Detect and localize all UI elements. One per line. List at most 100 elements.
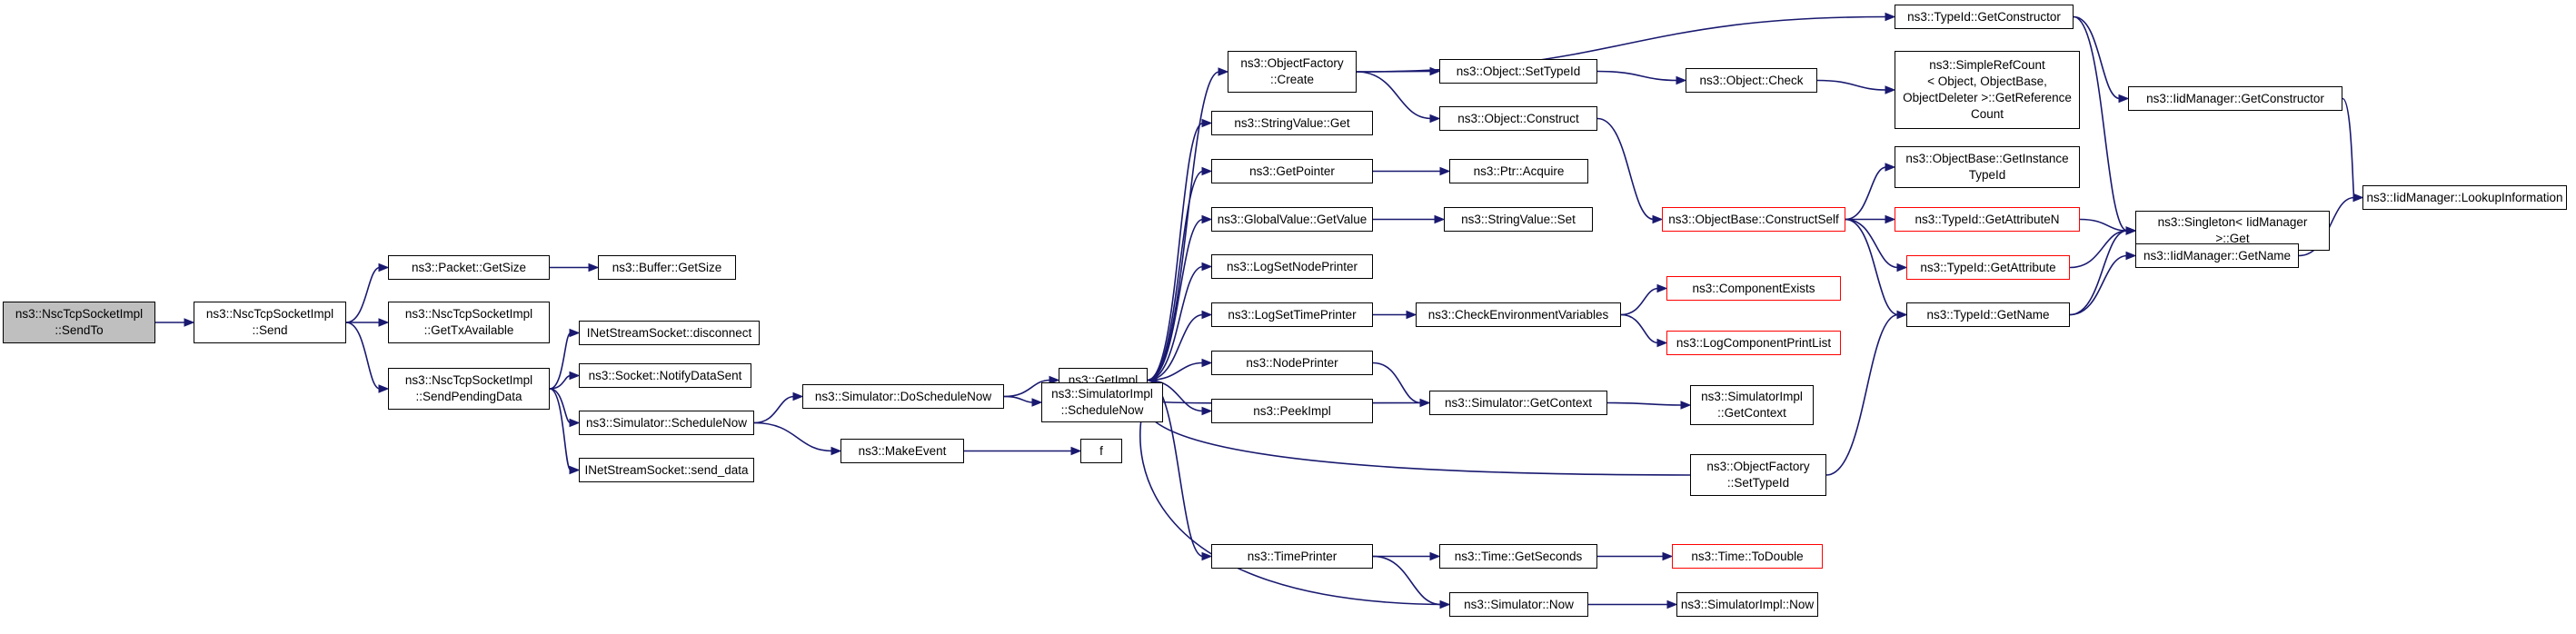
edge-arrowhead-getimpl-getpointer (1201, 166, 1213, 176)
edge-typeidgetattr-singletonget (2069, 230, 2128, 269)
edge-arrowhead-schednow-doschednow (792, 391, 804, 401)
edge-getimpl-logsetnode (1147, 265, 1204, 381)
node-getpointer[interactable]: ns3::GetPointer (1211, 159, 1373, 183)
edge-arrowhead-checkenv-compexists (1656, 283, 1668, 293)
node-globalget[interactable]: ns3::GlobalValue::GetValue (1211, 207, 1373, 232)
node-typeidgetattrn[interactable]: ns3::TypeId::GetAttributeN (1895, 207, 2080, 232)
edge-arrowhead-typeidgetname-singletonget (2125, 226, 2137, 235)
node-logsettime[interactable]: ns3::LogSetTimePrinter (1211, 302, 1373, 327)
edge-getimpl-getpointer (1147, 170, 1204, 381)
edge-arrowhead-typeidgetctor-iidgetctor (2118, 94, 2130, 104)
edge-typeidgetctor-iidgetctor (2073, 15, 2121, 100)
edge-arrowhead-constructself-objbasegetinst (1885, 163, 1896, 172)
edge-arrowhead-objfactcreate-objsettypeid (1429, 66, 1441, 76)
node-getsize[interactable]: ns3::Packet::GetSize (388, 255, 550, 280)
node-objbasegetinst[interactable]: ns3::ObjectBase::GetInstance TypeId (1895, 146, 2080, 188)
edge-arrowhead-sendpending-disconnect (569, 328, 581, 338)
edge-arrowhead-send-gettx (378, 318, 390, 327)
edge-arrowhead-timegetsec-timetodouble (1662, 551, 1674, 561)
node-compexists[interactable]: ns3::ComponentExists (1666, 276, 1841, 301)
node-objfactsettypeid[interactable]: ns3::ObjectFactory ::SetTypeId (1690, 454, 1826, 496)
edge-arrowhead-objfactsettypeid-typeidgetname (1896, 310, 1908, 320)
edge-arrowhead-getimpl-objfactcreate (1218, 67, 1229, 76)
edge-arrowhead-checkenv-logcompprint (1656, 338, 1668, 348)
edge-sendpending-senddata (549, 388, 572, 471)
edge-checkenv-compexists (1620, 287, 1659, 316)
node-makeevent[interactable]: ns3::MakeEvent (840, 439, 964, 463)
node-disconnect[interactable]: INetStreamSocket::disconnect (579, 321, 760, 345)
node-doschednow[interactable]: ns3::Simulator::DoScheduleNow (802, 384, 1004, 409)
edge-arrowhead-objfactsettypeid-getimpl (1146, 375, 1158, 385)
edge-arrowhead-iidgetname-iidlookup (2352, 193, 2364, 203)
node-timeprinter[interactable]: ns3::TimePrinter (1211, 544, 1373, 569)
node-nodeprinter[interactable]: ns3::NodePrinter (1211, 351, 1373, 375)
edge-arrowhead-getimpl-timeprinter (1201, 551, 1213, 561)
node-objfactcreate[interactable]: ns3::ObjectFactory ::Create (1228, 51, 1357, 93)
node-timegetsec[interactable]: ns3::Time::GetSeconds (1439, 544, 1597, 569)
edge-arrowhead-getimpl-logsettime (1201, 310, 1213, 320)
edge-arrowhead-objfactcreate-typeidgetctor (1885, 12, 1896, 22)
node-simimplgetctx[interactable]: ns3::SimulatorImpl ::GetContext (1690, 385, 1814, 425)
edge-objfactcreate-objconstruct (1356, 71, 1432, 120)
node-timetodouble[interactable]: ns3::Time::ToDouble (1672, 544, 1823, 569)
node-strvalset[interactable]: ns3::StringValue::Set (1444, 207, 1593, 232)
edge-arrowhead-getpointer-ptracquire (1439, 166, 1451, 176)
edge-objsettypeid-objcheck (1596, 70, 1678, 82)
node-buffergetsize[interactable]: ns3::Buffer::GetSize (598, 255, 736, 280)
edge-simgetctx-simimplgetctx (1606, 401, 1683, 406)
node-strvalget[interactable]: ns3::StringValue::Get (1211, 111, 1373, 135)
node-send[interactable]: ns3::NscTcpSocketImpl ::Send (194, 302, 346, 343)
node-typeidgetattr[interactable]: ns3::TypeId::GetAttribute (1906, 255, 2070, 280)
node-simimplnow[interactable]: ns3::SimulatorImpl::Now (1676, 592, 1818, 617)
node-iidgetname[interactable]: ns3::IidManager::GetName (2135, 243, 2299, 268)
node-gettx[interactable]: ns3::NscTcpSocketImpl ::GetTxAvailable (388, 302, 550, 343)
edge-arrowhead-objconstruct-constructself (1652, 214, 1664, 224)
edge-arrowhead-sendto-send (184, 318, 195, 327)
edge-arrowhead-makeevent-f (1070, 446, 1082, 456)
edge-arrowhead-doschednow-getimpl (1049, 375, 1060, 385)
edge-objfactcreate-objsettypeid (1356, 70, 1432, 73)
edge-arrowhead-logsettime-checkenv (1406, 310, 1417, 320)
node-simimplsched[interactable]: ns3::SimulatorImpl ::ScheduleNow (1041, 382, 1163, 422)
node-checkenv[interactable]: ns3::CheckEnvironmentVariables (1416, 302, 1621, 327)
edge-arrowhead-send-sendpending (378, 384, 390, 393)
node-sendpending[interactable]: ns3::NscTcpSocketImpl ::SendPendingData (388, 368, 550, 410)
edge-arrowhead-doschednow-simimplsched (1031, 398, 1043, 407)
edge-getimpl-strvalget (1147, 122, 1204, 381)
node-ptracquire[interactable]: ns3::Ptr::Acquire (1449, 159, 1588, 183)
edge-arrowhead-getimpl-peekimpl (1201, 406, 1213, 416)
node-objcheck[interactable]: ns3::Object::Check (1686, 68, 1817, 93)
node-typeidgetname[interactable]: ns3::TypeId::GetName (1906, 302, 2070, 327)
edge-arrowhead-getimpl-logsetnode (1201, 262, 1213, 272)
node-peekimpl[interactable]: ns3::PeekImpl (1211, 399, 1373, 423)
edge-arrowhead-simgetctx-simimplgetctx (1680, 401, 1692, 410)
edge-iidgetctor-iidlookup (2342, 97, 2355, 199)
edge-arrowhead-constructself-typeidgetattrn (1885, 214, 1896, 224)
node-constructself[interactable]: ns3::ObjectBase::ConstructSelf (1662, 207, 1845, 232)
edge-schednow-makeevent (753, 421, 833, 452)
node-senddata[interactable]: INetStreamSocket::send_data (579, 458, 754, 482)
edge-getimpl-globalget (1147, 218, 1204, 381)
edge-nodeprinter-simgetctx (1372, 362, 1422, 404)
node-schednow[interactable]: ns3::Simulator::ScheduleNow (579, 411, 754, 435)
edge-constructself-objbasegetinst (1845, 166, 1887, 221)
edge-typeidgetname-iidgetname (2069, 254, 2128, 316)
node-typeidgetctor[interactable]: ns3::TypeId::GetConstructor (1895, 5, 2074, 29)
edge-arrowhead-objsettypeid-objcheck (1676, 75, 1687, 85)
edge-timeprinter-simnow (1372, 555, 1442, 606)
node-logsetnode[interactable]: ns3::LogSetNodePrinter (1211, 254, 1373, 279)
node-simgetctx[interactable]: ns3::Simulator::GetContext (1429, 391, 1607, 415)
edge-constructself-typeidgetname (1845, 218, 1899, 316)
edge-arrowhead-getimpl-globalget (1201, 214, 1213, 224)
node-iidlookup[interactable]: ns3::IidManager::LookupInformation (2362, 185, 2567, 210)
node-f[interactable]: f (1080, 439, 1122, 463)
node-simplerefcount[interactable]: ns3::SimpleRefCount < Object, ObjectBase… (1895, 51, 2080, 129)
edge-arrowhead-schednow-makeevent (830, 446, 842, 456)
node-objsettypeid[interactable]: ns3::Object::SetTypeId (1439, 59, 1597, 84)
edge-sendpending-disconnect (549, 332, 572, 390)
node-simnow[interactable]: ns3::Simulator::Now (1449, 592, 1588, 617)
node-iidgetctor[interactable]: ns3::IidManager::GetConstructor (2128, 86, 2342, 111)
node-logcompprint[interactable]: ns3::LogComponentPrintList (1666, 331, 1841, 355)
node-notifydata[interactable]: ns3::Socket::NotifyDataSent (579, 363, 751, 388)
node-objconstruct[interactable]: ns3::Object::Construct (1439, 106, 1597, 131)
